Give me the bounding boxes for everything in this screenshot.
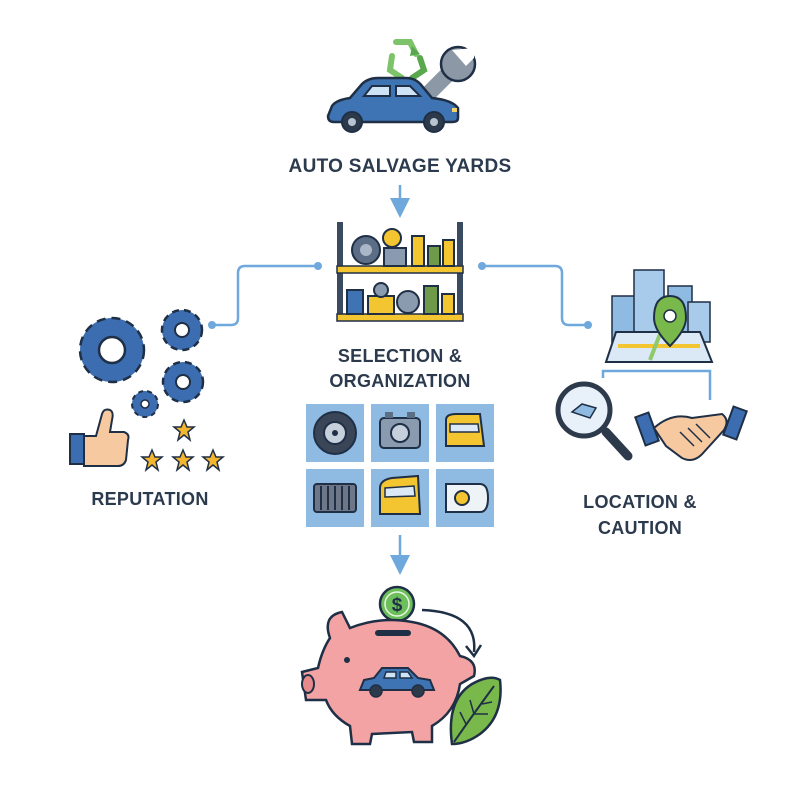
engine-icon xyxy=(379,412,421,449)
thumbs-up-icon xyxy=(69,408,130,467)
label-reputation: REPUTATION xyxy=(91,489,209,509)
connector-map-to-icons xyxy=(601,369,712,400)
parts-shelf-icon xyxy=(336,222,464,322)
recycle-icon xyxy=(386,39,428,81)
car-icon xyxy=(358,667,436,698)
radiator-icon xyxy=(313,483,357,513)
star-icon xyxy=(139,448,165,473)
label-line: ORGANIZATION xyxy=(329,371,471,391)
handshake-icon xyxy=(634,405,748,461)
label-location-caution: LOCATION & CAUTION xyxy=(540,489,740,541)
connector-middle-to-right xyxy=(482,264,588,327)
arrow-curve-head xyxy=(465,644,483,659)
label-line: SELECTION & xyxy=(337,346,463,366)
node-auto-salvage-yards xyxy=(326,39,477,133)
connector-dot xyxy=(314,262,322,270)
label-auto-salvage-yards: AUTO SALVAGE YARDS xyxy=(288,156,512,177)
car-door-icon xyxy=(379,474,422,515)
star-icon xyxy=(200,448,226,473)
label-line: CAUTION xyxy=(597,518,683,538)
parts-grid xyxy=(306,404,494,527)
headlight-icon xyxy=(445,483,490,513)
car-icon xyxy=(326,76,460,133)
connectors xyxy=(208,185,712,575)
gears-icon xyxy=(78,308,205,418)
star-icon xyxy=(170,448,196,473)
stars xyxy=(139,418,226,473)
label-selection-organization: SELECTION & ORGANIZATION xyxy=(280,344,520,394)
car-door-icon xyxy=(445,413,486,447)
wheel-icon xyxy=(313,411,357,455)
arrow-curve xyxy=(421,608,476,653)
label-line: LOCATION & xyxy=(583,492,697,512)
coin-symbol: $ xyxy=(392,595,403,616)
leaf-icon xyxy=(449,676,502,746)
connector-middle-to-left xyxy=(212,264,318,327)
map-pin-icon xyxy=(604,269,714,363)
connector-dot xyxy=(584,321,592,329)
connector-dot xyxy=(208,321,216,329)
magnifier-icon xyxy=(555,381,633,461)
star-icon xyxy=(171,418,197,443)
connector-dot xyxy=(478,262,486,270)
